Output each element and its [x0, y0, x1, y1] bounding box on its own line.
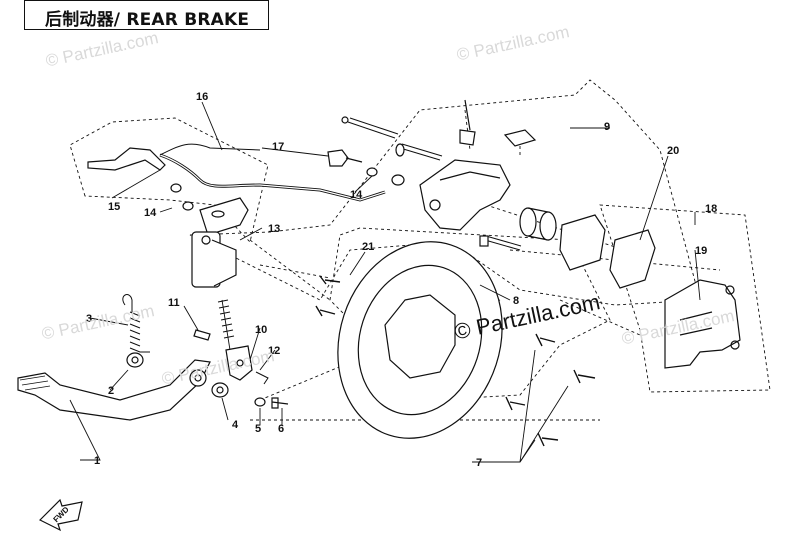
group-outline-pedal-linkage [69, 117, 269, 243]
callout-18: 18 [705, 203, 717, 215]
title-box: 后制动器/ REAR BRAKE [24, 0, 269, 30]
clevis-pin [193, 329, 211, 341]
dash-leader [249, 239, 331, 301]
callout-11: 11 [168, 297, 180, 309]
brake-pedal [17, 359, 211, 421]
callout-21: 21 [362, 241, 374, 253]
disc-bolt [505, 396, 526, 411]
page-title: 后制动器/ REAR BRAKE [45, 10, 250, 30]
callout-14b: 14 [350, 189, 363, 201]
callout-1: 1 [94, 455, 100, 467]
callout-20: 20 [667, 145, 679, 157]
crush-washer [182, 201, 194, 211]
caliper-bolt [479, 235, 522, 251]
dash-leader [464, 109, 471, 151]
group-outline-bracket [599, 204, 771, 393]
push-rod [217, 299, 235, 351]
nut [254, 397, 266, 407]
brake-pad-inner [559, 214, 606, 271]
dash-leader [509, 249, 721, 271]
bleeder-valve [459, 99, 476, 146]
fwd-arrow-icon [38, 498, 83, 532]
callout-16: 16 [196, 91, 208, 103]
washer [211, 382, 229, 398]
callout-8: 8 [513, 295, 519, 307]
dash-leader [559, 299, 641, 336]
cotter-pin [255, 371, 269, 385]
callout-14: 14 [144, 207, 157, 219]
callout-6: 6 [278, 423, 284, 435]
bolt [271, 397, 289, 409]
crush-washer [391, 174, 405, 186]
dash-leader [439, 189, 641, 256]
washer [126, 352, 144, 368]
callout-9: 9 [604, 121, 610, 133]
caliper-slide-pin [341, 116, 399, 139]
caliper-bracket [664, 279, 741, 369]
crush-washer [366, 167, 378, 177]
disc-bolt [315, 305, 336, 317]
callout-7: 7 [476, 457, 482, 469]
disc-bolt [537, 432, 559, 447]
callout-3: 3 [86, 313, 92, 325]
leader-lines [69, 101, 701, 463]
callout-15: 15 [108, 201, 120, 213]
return-spring [122, 294, 150, 353]
callout-10: 10 [255, 324, 267, 336]
caliper-body [419, 159, 511, 231]
crush-washer [170, 183, 182, 193]
callout-12: 12 [268, 345, 280, 357]
caliper-slide-pin [395, 143, 443, 161]
clevis [225, 345, 253, 381]
brake-pad-outer [609, 229, 656, 289]
hose-fitting [87, 147, 166, 171]
master-cylinder [191, 197, 249, 288]
disc-bolt [573, 369, 596, 384]
dash-leader [259, 264, 331, 279]
callout-4: 4 [232, 419, 239, 431]
disc-bolt [319, 275, 341, 285]
callout-2: 2 [108, 385, 114, 397]
banjo-bolt [327, 149, 363, 167]
brake-disc [337, 241, 503, 439]
disc-bolt [535, 333, 556, 347]
pad-spring [503, 129, 537, 147]
caliper-piston [519, 207, 557, 241]
callout-13: 13 [268, 223, 280, 235]
callout-5: 5 [255, 423, 261, 435]
callout-19: 19 [695, 245, 707, 257]
brake-hose [159, 143, 386, 202]
group-outline-caliper [189, 79, 701, 306]
callout-17: 17 [272, 141, 284, 153]
